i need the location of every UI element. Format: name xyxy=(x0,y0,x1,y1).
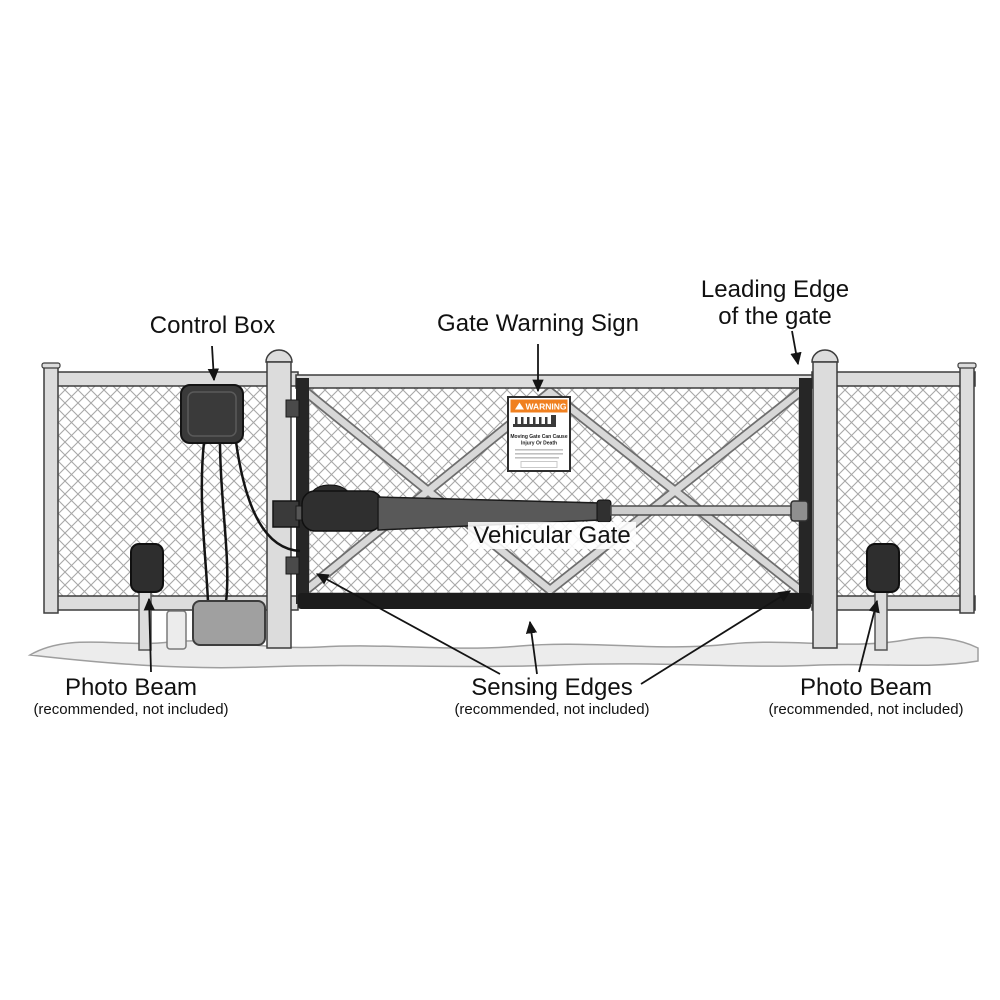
leading-edge-label-line1: Leading Edge xyxy=(700,276,850,303)
operator-gate-bracket xyxy=(790,500,809,522)
warning-sign-fine-print xyxy=(515,449,563,459)
photo-beam-left-sensor xyxy=(130,543,164,593)
leading-edge-label-line2: of the gate xyxy=(718,302,832,330)
photo-beam-left-note: (recommended, not included) xyxy=(33,701,229,718)
left-end-post xyxy=(43,366,59,614)
photo-beam-right-note: (recommended, not included) xyxy=(768,701,964,718)
warning-sign-line1: Moving Gate Can Cause xyxy=(510,434,567,440)
wiring xyxy=(200,441,301,603)
leading-edge-label: Leading Edge of the gate xyxy=(665,276,885,331)
right-end-post xyxy=(959,366,975,614)
arrow-to-left-sensing-edge xyxy=(315,573,501,675)
photo-beam-right-label: Photo Beam xyxy=(799,674,933,701)
ground xyxy=(27,636,979,669)
vehicular-gate-label-text: Vehicular Gate xyxy=(468,522,636,549)
arrow-to-bottom-sensing-edge xyxy=(525,620,538,675)
callout-arrows xyxy=(143,330,880,685)
right-end-post-cap xyxy=(957,362,977,369)
gate-right-sensing-edge xyxy=(799,378,812,604)
right-post xyxy=(812,361,838,649)
warning-sign-footer-box xyxy=(520,461,558,468)
left-end-post-cap xyxy=(41,362,61,369)
warning-sign-header-text: WARNING xyxy=(525,402,566,412)
conduit-footing xyxy=(166,610,187,650)
left-gate-post xyxy=(265,349,293,649)
gate-operator-arm xyxy=(272,484,809,532)
left-top-rail xyxy=(45,371,299,387)
gate-bottom-sensing-edge xyxy=(298,593,811,609)
operator-rod xyxy=(610,505,794,516)
gate-warning-sign-label: Gate Warning Sign xyxy=(437,310,639,337)
operator-post-bracket xyxy=(272,500,300,528)
gate-top-tube xyxy=(295,374,813,389)
arrow-to-control-box xyxy=(207,345,219,382)
arrow-to-photo-beam-right xyxy=(858,599,880,673)
control-box-lid xyxy=(187,391,237,437)
photo-beam-right-post xyxy=(874,584,888,651)
vehicular-gate-label: Vehicular Gate xyxy=(452,522,652,550)
left-fence-section xyxy=(41,362,299,614)
wire-2 xyxy=(218,441,229,603)
right-post-cap xyxy=(811,349,839,363)
arrow-to-leading-edge xyxy=(790,330,802,366)
wire-1 xyxy=(200,441,210,603)
gate-hinge-top xyxy=(285,399,300,418)
sensing-edges-label: Sensing Edges xyxy=(471,674,633,701)
sensing-edges-note: (recommended, not included) xyxy=(454,701,650,718)
junction-box xyxy=(192,600,266,646)
gate-warning-sign: WARNING Moving Gate Can Cause Injury Or … xyxy=(507,396,571,472)
arrow-to-right-sensing-edge xyxy=(640,590,792,685)
warning-sign-gate-icon xyxy=(513,415,556,427)
control-box xyxy=(180,384,244,444)
operator-collar xyxy=(596,499,612,523)
gate-left-sensing-edge xyxy=(296,378,309,604)
photo-beam-right-sensor xyxy=(866,543,900,593)
gate-braces-highlight xyxy=(302,388,804,594)
control-box-label: Control Box xyxy=(149,312,276,339)
gate-hinge-bottom xyxy=(285,556,300,575)
warning-sign-line2: Injury Or Death xyxy=(521,441,557,447)
warning-triangle-icon xyxy=(515,402,524,410)
right-gate-post xyxy=(811,349,839,649)
control-box-body xyxy=(180,384,244,444)
operator-head xyxy=(301,490,383,532)
warning-sign-header-band xyxy=(510,399,568,413)
wire-to-operator xyxy=(234,441,301,553)
arrow-to-photo-beam-left xyxy=(143,597,155,673)
photo-beam-left-label: Photo Beam xyxy=(64,674,198,701)
left-post-cap xyxy=(265,349,293,363)
